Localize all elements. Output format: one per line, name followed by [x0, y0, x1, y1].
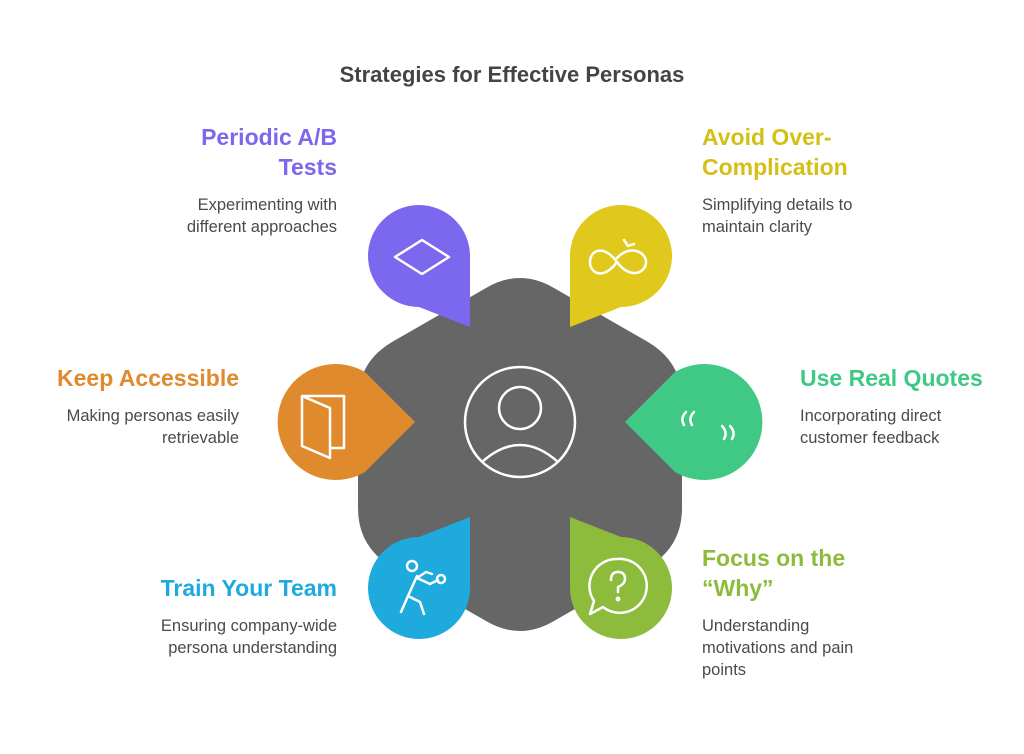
strategy-periodic-ab-tests: Periodic A/B Tests Experimenting with di… [37, 122, 337, 238]
petal-use-real-quotes [625, 363, 763, 480]
strategy-heading: Focus on the “Why” [702, 545, 846, 601]
petal-periodic-ab-tests [368, 205, 470, 327]
diagram-title: Strategies for Effective Personas [339, 62, 685, 87]
strategy-description: Ensuring company-wide persona understand… [160, 617, 337, 657]
strategy-keep-accessible: Keep Accessible Making personas easily r… [0, 363, 239, 449]
diamond-icon [393, 238, 451, 276]
strategy-description: Experimenting with different approaches [186, 196, 337, 236]
petal-focus-on-the-why [570, 517, 672, 639]
strategy-description: Understanding motivations and pain point… [702, 617, 854, 679]
strategy-heading: Periodic A/B Tests [201, 124, 337, 180]
question-bubble-icon [588, 557, 649, 616]
user-profile-icon [463, 365, 577, 479]
strategy-description: Incorporating direct customer feedback [800, 407, 942, 447]
strategy-use-real-quotes: Use Real Quotes Incorporating direct cus… [800, 363, 1024, 449]
strategy-description: Simplifying details to maintain clarity [702, 196, 853, 236]
strategy-description: Making personas easily retrievable [66, 407, 239, 447]
strategy-heading: Keep Accessible [57, 365, 239, 391]
infinity-loop-icon [588, 238, 648, 275]
strategy-avoid-over-complication: Avoid Over- Complication Simplifying det… [702, 122, 1002, 238]
boxing-person-icon [399, 559, 447, 616]
door-icon [300, 394, 346, 460]
strategy-focus-on-the-why: Focus on the “Why” Understanding motivat… [702, 543, 1002, 681]
strategy-heading: Train Your Team [160, 575, 337, 601]
strategy-heading: Use Real Quotes [800, 365, 983, 391]
strategy-heading: Avoid Over- Complication [702, 124, 848, 180]
quote-marks-icon [681, 410, 735, 441]
strategy-train-your-team: Train Your Team Ensuring company-wide pe… [37, 573, 337, 659]
